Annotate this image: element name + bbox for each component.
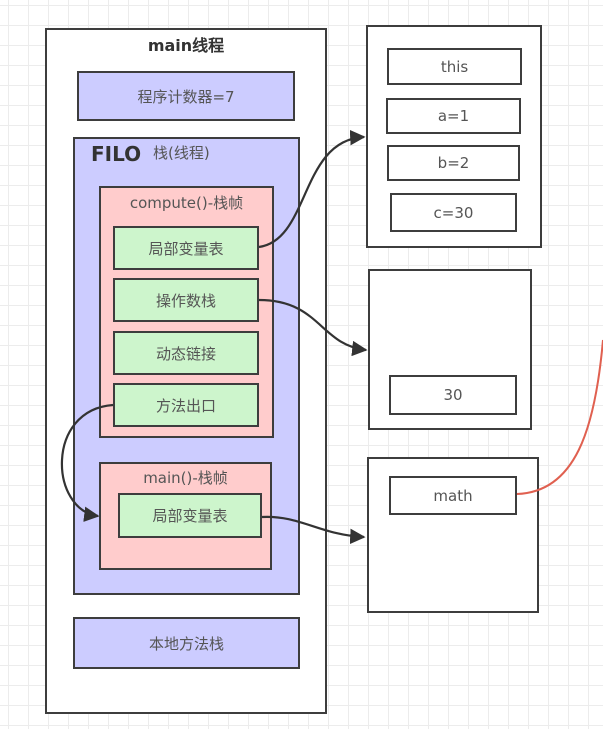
slot-label: 局部变量表 [152, 507, 228, 525]
native-method-stack-box: 本地方法栈 [73, 617, 300, 669]
heap-slot-c: c=30 [390, 193, 517, 232]
slot-label: 30 [443, 386, 463, 404]
main-local-variable-table: 局部变量表 [118, 493, 262, 538]
native-method-stack-label: 本地方法栈 [148, 634, 224, 653]
compute-dynamic-linking: 动态链接 [113, 331, 259, 375]
operand-value-30: 30 [389, 375, 517, 415]
slot-label: 方法出口 [155, 396, 216, 415]
slot-label: c=30 [433, 203, 474, 222]
slot-label: math [433, 486, 473, 505]
slot-label: 操作数栈 [155, 291, 216, 310]
compute-local-variable-table: 局部变量表 [113, 226, 259, 270]
program-counter-label: 程序计数器=7 [137, 87, 235, 106]
filo-label: FILO [91, 142, 142, 166]
stack-title: 栈(线程) [153, 144, 210, 162]
program-counter-box: 程序计数器=7 [77, 71, 295, 121]
compute-operand-stack: 操作数栈 [113, 278, 259, 322]
slot-label: this [440, 57, 469, 76]
heap-slot-this: this [387, 48, 522, 85]
slot-label: a=1 [437, 107, 470, 125]
compute-return-address: 方法出口 [113, 383, 259, 427]
main-frame-title: main()-栈帧 [143, 469, 228, 487]
main-thread-title: main线程 [147, 36, 225, 55]
slot-label: 局部变量表 [148, 239, 224, 258]
compute-frame-title: compute()-栈帧 [129, 194, 244, 212]
main-slot-math: math [389, 476, 517, 515]
slot-label: b=2 [437, 154, 470, 172]
heap-slot-b: b=2 [387, 145, 520, 181]
slot-label: 动态链接 [155, 344, 216, 363]
heap-slot-a: a=1 [386, 98, 521, 134]
